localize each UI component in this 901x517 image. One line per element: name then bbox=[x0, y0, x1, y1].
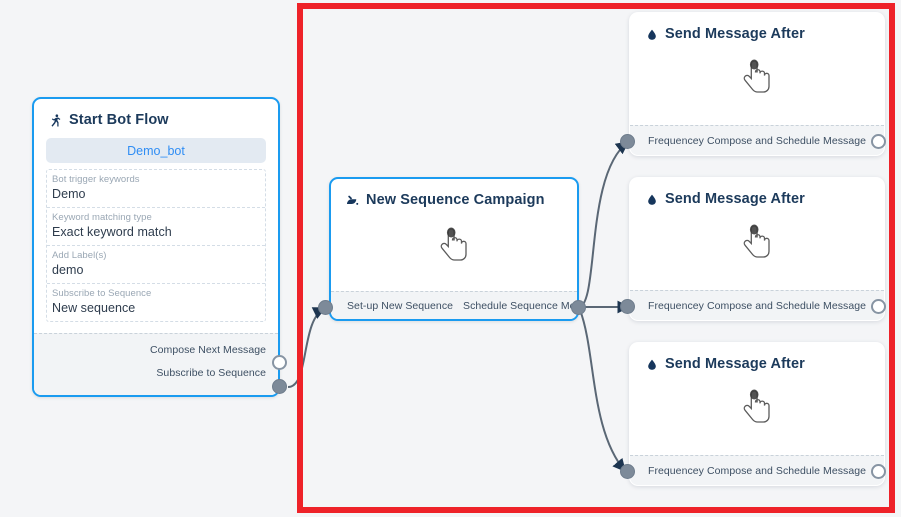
sequence-campaign-icon bbox=[345, 192, 360, 208]
edge-sequence-to-message-3 bbox=[579, 309, 626, 472]
sequence-output-label: Schedule Sequence Message bbox=[463, 299, 579, 312]
field-label: Keyword matching type bbox=[52, 212, 152, 223]
message-input-label: Frequencey bbox=[648, 464, 704, 477]
message-output-label: Compose and Schedule Message bbox=[707, 134, 866, 147]
sequence-node-header: New Sequence Campaign bbox=[331, 179, 577, 214]
message-3-output-port[interactable] bbox=[871, 464, 886, 479]
field-value: demo bbox=[52, 263, 84, 277]
sequence-output-port[interactable] bbox=[571, 300, 586, 315]
start-node-title: Start Bot Flow bbox=[69, 112, 169, 128]
message-input-label: Frequencey bbox=[648, 134, 704, 147]
field-row[interactable]: Bot trigger keywords Demo bbox=[47, 170, 265, 208]
message-node-title: Send Message After bbox=[665, 26, 805, 42]
field-value: Exact keyword match bbox=[52, 225, 172, 239]
message-1-output-port[interactable] bbox=[871, 134, 886, 149]
message-3-input-port[interactable] bbox=[620, 464, 635, 479]
start-output-port-compose-next-message[interactable] bbox=[272, 355, 287, 370]
droplet-icon bbox=[644, 191, 659, 207]
sequence-node-footer: Set-up New Sequence Schedule Sequence Me… bbox=[331, 291, 577, 319]
message-2-input-port[interactable] bbox=[620, 299, 635, 314]
field-label: Subscribe to Sequence bbox=[52, 288, 152, 299]
start-node-header: Start Bot Flow bbox=[34, 99, 278, 134]
bot-chip-label: Demo_bot bbox=[127, 143, 185, 158]
sequence-input-port[interactable] bbox=[318, 300, 333, 315]
field-value: Demo bbox=[52, 187, 86, 201]
message-node-footer: Frequencey Compose and Schedule Message bbox=[630, 290, 884, 320]
message-node-footer: Frequencey Compose and Schedule Message bbox=[630, 125, 884, 155]
field-label: Bot trigger keywords bbox=[52, 174, 140, 185]
send-message-after-node-1[interactable]: Send Message After Frequencey Compose an… bbox=[629, 12, 885, 156]
message-node-body[interactable] bbox=[630, 213, 884, 290]
message-output-label: Compose and Schedule Message bbox=[707, 299, 866, 312]
message-2-output-port[interactable] bbox=[871, 299, 886, 314]
bot-chip[interactable]: Demo_bot bbox=[46, 138, 266, 163]
start-bot-flow-node[interactable]: Start Bot Flow Demo_bot Bot trigger keyw… bbox=[32, 97, 280, 397]
field-value: New sequence bbox=[52, 301, 136, 315]
start-node-footer: Compose Next Message Subscribe to Sequen… bbox=[34, 333, 278, 395]
hand-cursor-icon bbox=[734, 384, 780, 430]
sequence-node-title: New Sequence Campaign bbox=[366, 192, 545, 208]
send-message-after-node-3[interactable]: Send Message After Frequencey Compose an… bbox=[629, 342, 885, 486]
droplet-icon bbox=[644, 26, 659, 42]
message-1-input-port[interactable] bbox=[620, 134, 635, 149]
field-row[interactable]: Subscribe to Sequence New sequence bbox=[47, 284, 265, 321]
message-node-body[interactable] bbox=[630, 48, 884, 125]
start-node-fields: Bot trigger keywords Demo Keyword matchi… bbox=[46, 169, 266, 322]
edge-sequence-to-message-1 bbox=[577, 141, 630, 309]
message-node-body[interactable] bbox=[630, 378, 884, 455]
sequence-input-label: Set-up New Sequence bbox=[347, 299, 454, 312]
sequence-node-body[interactable] bbox=[331, 214, 577, 291]
message-output-label: Compose and Schedule Message bbox=[707, 464, 866, 477]
message-node-header: Send Message After bbox=[630, 13, 884, 48]
output-row-compose-next-message[interactable]: Compose Next Message bbox=[34, 338, 278, 361]
hand-cursor-icon bbox=[734, 219, 780, 265]
message-node-title: Send Message After bbox=[665, 191, 805, 207]
message-node-title: Send Message After bbox=[665, 356, 805, 372]
hand-cursor-icon bbox=[431, 222, 477, 268]
edge-start-to-sequence bbox=[287, 307, 327, 388]
hand-cursor-icon bbox=[734, 54, 780, 100]
running-person-icon bbox=[48, 112, 63, 128]
output-label: Compose Next Message bbox=[150, 343, 266, 356]
output-row-subscribe-to-sequence[interactable]: Subscribe to Sequence bbox=[34, 361, 278, 384]
message-node-header: Send Message After bbox=[630, 178, 884, 213]
field-row[interactable]: Keyword matching type Exact keyword matc… bbox=[47, 208, 265, 246]
output-label: Subscribe to Sequence bbox=[156, 366, 266, 379]
message-input-label: Frequencey bbox=[648, 299, 704, 312]
droplet-icon bbox=[644, 356, 659, 372]
message-node-header: Send Message After bbox=[630, 343, 884, 378]
start-output-port-subscribe-to-sequence[interactable] bbox=[272, 379, 287, 394]
field-row[interactable]: Add Label(s) demo bbox=[47, 246, 265, 284]
message-node-footer: Frequencey Compose and Schedule Message bbox=[630, 455, 884, 485]
send-message-after-node-2[interactable]: Send Message After Frequencey Compose an… bbox=[629, 177, 885, 321]
field-label: Add Label(s) bbox=[52, 250, 107, 261]
new-sequence-campaign-node[interactable]: New Sequence Campaign Set-up New Sequenc… bbox=[329, 177, 579, 321]
